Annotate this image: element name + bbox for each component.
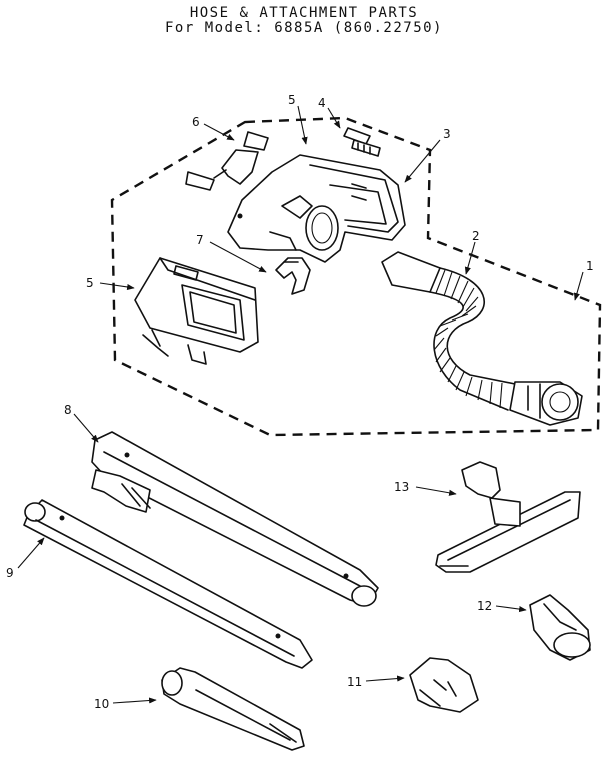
- dusting-brush: [409, 657, 479, 713]
- callout-13: 13: [394, 480, 409, 494]
- callout-7: 7: [196, 233, 204, 247]
- clip-bracket: [185, 131, 269, 191]
- diagram-title: HOSE & ATTACHMENT PARTS: [189, 5, 419, 21]
- retainer-ring: [275, 257, 311, 295]
- lower-wand: [23, 499, 313, 669]
- housing-half-lower: [134, 257, 259, 365]
- floor-brush: [435, 461, 581, 573]
- callout-1: 1: [586, 259, 594, 273]
- latch: [343, 127, 381, 157]
- assembly-boundary: [110, 116, 602, 437]
- upper-wand: [91, 431, 379, 607]
- callout-3: 3: [443, 127, 451, 141]
- upholstery-nozzle: [529, 594, 591, 661]
- diagram-subtitle: For Model: 6885A (860.22750): [164, 20, 443, 36]
- callout-12: 12: [477, 599, 492, 613]
- callout-2: 2: [472, 229, 480, 243]
- callout-4: 4: [318, 96, 326, 110]
- callout-6: 6: [192, 115, 200, 129]
- leader-lines: [17, 105, 584, 704]
- callout-11: 11: [347, 675, 362, 689]
- callout-5-lower: 5: [86, 276, 94, 290]
- callout-10: 10: [94, 697, 109, 711]
- callout-9: 9: [6, 566, 14, 580]
- callout-5-upper: 5: [288, 93, 296, 107]
- crevice-tool: [161, 667, 305, 751]
- callout-8: 8: [64, 403, 72, 417]
- hose-handle-housing: [227, 154, 406, 263]
- flexible-hose: [381, 251, 583, 426]
